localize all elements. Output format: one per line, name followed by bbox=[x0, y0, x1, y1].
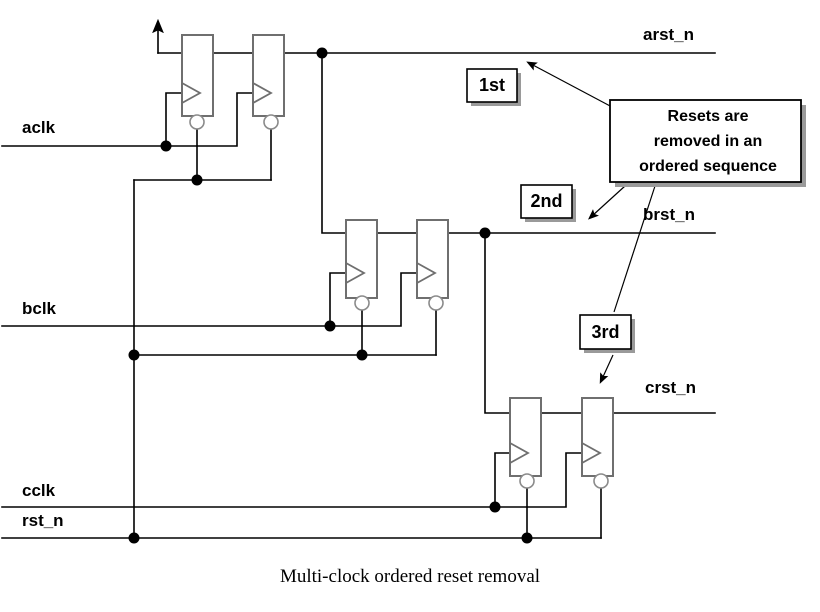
callout-leaders bbox=[526, 61, 656, 384]
bclk-stage-wires bbox=[1, 232, 716, 414]
order-badge-1-label: 1st bbox=[478, 75, 505, 95]
flipflop-c1-reset-bubble bbox=[519, 473, 535, 489]
flipflop-c2-body bbox=[581, 397, 614, 477]
flipflop-b2-reset-bubble bbox=[428, 295, 444, 311]
bclk-label: bclk bbox=[22, 299, 57, 318]
leader-to-arst_n bbox=[526, 61, 613, 108]
flipflop-a1-body bbox=[181, 34, 214, 117]
cclk-label: cclk bbox=[22, 481, 56, 500]
flipflop-a2-reset-bubble bbox=[263, 114, 279, 130]
flipflop-b2-body bbox=[416, 219, 449, 299]
callout-line-3: ordered sequence bbox=[639, 158, 777, 175]
order-badge-1-group bbox=[466, 68, 521, 106]
arst_n-label: arst_n bbox=[643, 25, 695, 44]
aclk-label: aclk bbox=[22, 118, 56, 137]
flipflop-b2-clock-wedge bbox=[416, 262, 437, 284]
flipflop-a1 bbox=[181, 34, 214, 130]
callout-text: Resets are removed in an ordered sequenc… bbox=[613, 104, 803, 179]
leader-3rd-to-crst_n bbox=[599, 354, 614, 384]
flipflop-c1-clock-wedge bbox=[509, 442, 530, 464]
flipflop-b1-clock-wedge bbox=[345, 262, 366, 284]
junction-dot-bclk bbox=[324, 320, 336, 332]
flipflop-c1-body bbox=[509, 397, 542, 477]
leader-to-brst_n bbox=[588, 185, 626, 220]
flipflop-b1 bbox=[345, 219, 378, 311]
junction-dot-brst_n bbox=[479, 227, 491, 239]
wire-cclk-to-ffc1clk bbox=[494, 452, 511, 508]
junction-dot-rstn-stageB bbox=[356, 349, 368, 361]
flipflop-a1-clock-wedge bbox=[181, 82, 202, 104]
flipflop-c1 bbox=[509, 397, 542, 489]
callout-box-group bbox=[609, 99, 806, 187]
junction-dot-rstn-trunk-b bbox=[128, 349, 140, 361]
flipflop-a2 bbox=[252, 34, 285, 130]
flipflop-a2-body bbox=[252, 34, 285, 117]
order-badge-3-label: 3rd bbox=[591, 322, 620, 342]
order-badge-1-box bbox=[466, 68, 518, 103]
junction-dot-aclk bbox=[160, 140, 172, 152]
flipflop-b1-body bbox=[345, 219, 378, 299]
wire-aclk-to-ffa1clk bbox=[165, 92, 183, 147]
wire-cclk-to-ffc2clk bbox=[526, 452, 583, 508]
flipflop-a1-reset-bubble bbox=[189, 114, 205, 130]
wire-bclk-to-ffb2clk bbox=[361, 272, 418, 327]
order-badge-3-box bbox=[579, 314, 632, 350]
junction-dot-cclk bbox=[489, 501, 501, 513]
flipflop-c2-reset-bubble bbox=[593, 473, 609, 489]
flipflop-c2 bbox=[581, 397, 614, 489]
rst_n-label: rst_n bbox=[22, 511, 64, 530]
crst_n-label: crst_n bbox=[645, 378, 697, 397]
figure-caption: Multi-clock ordered reset removal bbox=[279, 566, 541, 587]
cclk-stage-wires bbox=[1, 412, 716, 539]
wire-arst_n-to-ffb1d bbox=[321, 52, 347, 234]
brst_n-label: brst_n bbox=[643, 205, 695, 224]
order-badge-2-group bbox=[520, 184, 576, 222]
callout-line-2: removed in an bbox=[653, 133, 763, 150]
wire-brst_n-to-ffc1d bbox=[484, 232, 511, 414]
leader-to-3rd-badge bbox=[613, 185, 656, 313]
flipflop-c2-clock-wedge bbox=[581, 442, 602, 464]
junction-dot-rstn-trunk-c bbox=[128, 532, 140, 544]
callout-line-1: Resets are bbox=[667, 108, 749, 125]
junction-dot-rstn-stageC bbox=[521, 532, 533, 544]
order-badge-2-label: 2nd bbox=[530, 191, 563, 211]
order-badge-2-box bbox=[520, 184, 573, 219]
flipflop-a2-clock-wedge bbox=[252, 82, 273, 104]
callout-box bbox=[609, 99, 802, 183]
flipflop-b2 bbox=[416, 219, 449, 311]
wire-bclk-to-ffb1clk bbox=[329, 272, 347, 327]
flipflop-b1-reset-bubble bbox=[354, 295, 370, 311]
order-badge-3-group bbox=[579, 314, 635, 353]
junction-dot-rstn-stageA bbox=[191, 174, 203, 186]
junction-dots bbox=[128, 47, 533, 544]
wire-aclk-to-ffa2clk bbox=[196, 92, 254, 147]
junction-dot-arst_n bbox=[316, 47, 328, 59]
